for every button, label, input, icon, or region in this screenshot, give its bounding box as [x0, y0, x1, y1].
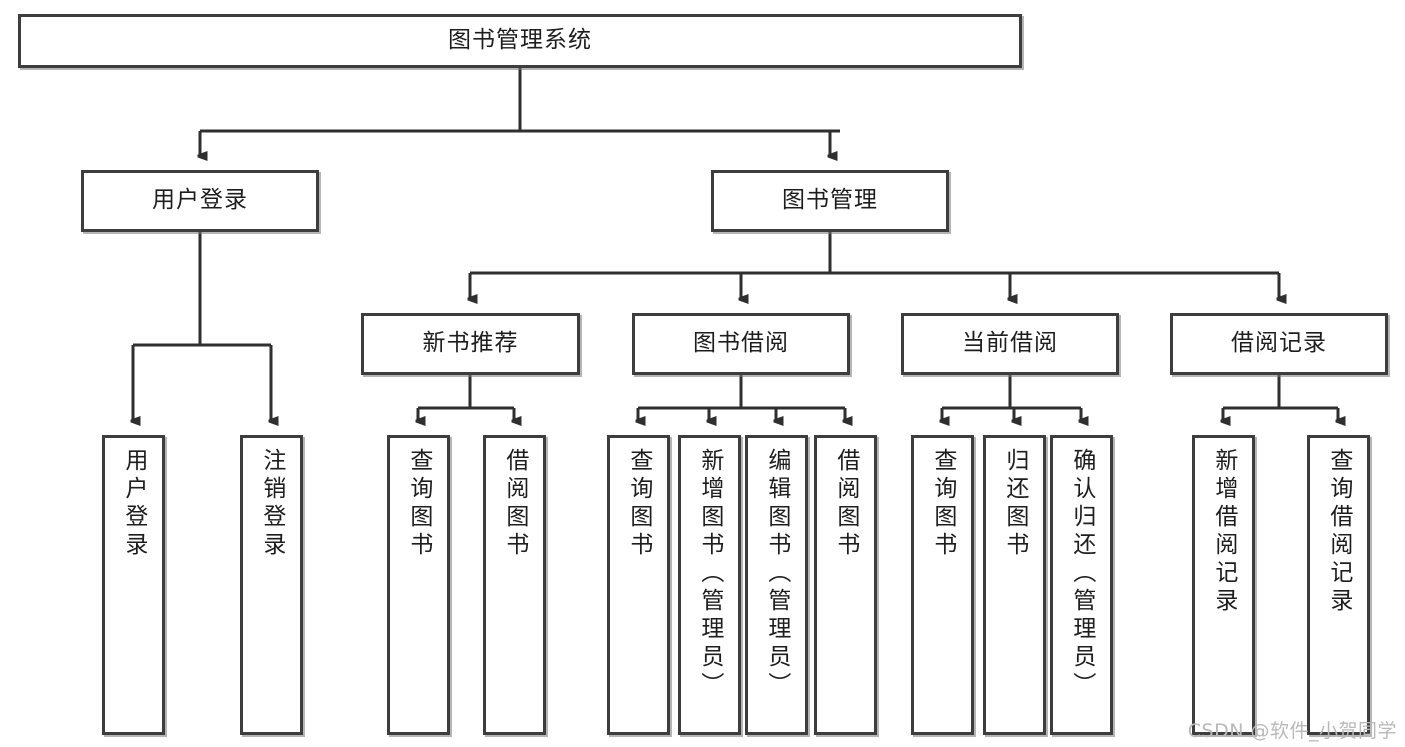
leaf-logout-label: 注销登录: [258, 448, 285, 560]
leaf-logout[interactable]: 注销登录: [240, 435, 303, 735]
node-book-management-label: 图书管理: [782, 187, 878, 214]
leaf-edit-book-admin-label: 编辑图书（管理员）: [763, 448, 790, 700]
leaf-query-book-borrow[interactable]: 查询图书: [607, 435, 670, 735]
node-book-borrow-label: 图书借阅: [693, 330, 789, 357]
leaf-query-book-current[interactable]: 查询图书: [911, 435, 974, 735]
node-new-book-recommend[interactable]: 新书推荐: [361, 313, 580, 375]
leaf-query-book-current-label: 查询图书: [929, 448, 956, 560]
leaf-return-book[interactable]: 归还图书: [983, 435, 1046, 735]
leaf-add-book-admin[interactable]: 新增图书（管理员）: [678, 435, 741, 735]
node-current-borrow-label: 当前借阅: [962, 330, 1058, 357]
node-user-login-label: 用户登录: [152, 187, 248, 214]
node-root[interactable]: 图书管理系统: [18, 14, 1022, 68]
leaf-confirm-return-admin[interactable]: 确认归还（管理员）: [1050, 435, 1113, 735]
node-book-borrow[interactable]: 图书借阅: [632, 313, 850, 375]
leaf-add-book-admin-label: 新增图书（管理员）: [696, 448, 723, 700]
leaf-borrow-book-recommend-label: 借阅图书: [501, 448, 528, 560]
leaf-add-borrow-record[interactable]: 新增借阅记录: [1192, 435, 1255, 735]
leaf-query-book-recommend-label: 查询图书: [405, 448, 432, 560]
leaf-borrow-book[interactable]: 借阅图书: [814, 435, 877, 735]
leaf-query-borrow-record[interactable]: 查询借阅记录: [1307, 435, 1370, 735]
leaf-borrow-book-label: 借阅图书: [832, 448, 859, 560]
node-book-management[interactable]: 图书管理: [711, 170, 949, 232]
leaf-edit-book-admin[interactable]: 编辑图书（管理员）: [745, 435, 808, 735]
leaf-query-book-borrow-label: 查询图书: [625, 448, 652, 560]
leaf-user-login[interactable]: 用户登录: [102, 435, 165, 735]
watermark: CSDN @软件_小贺同学: [1187, 720, 1397, 742]
leaf-return-book-label: 归还图书: [1001, 448, 1028, 560]
node-current-borrow[interactable]: 当前借阅: [901, 313, 1119, 375]
node-borrow-record-label: 借阅记录: [1231, 330, 1327, 357]
leaf-confirm-return-admin-label: 确认归还（管理员）: [1068, 448, 1095, 700]
leaf-query-book-recommend[interactable]: 查询图书: [387, 435, 450, 735]
node-new-book-recommend-label: 新书推荐: [422, 330, 519, 357]
leaf-user-login-label: 用户登录: [120, 448, 147, 560]
leaf-query-borrow-record-label: 查询借阅记录: [1325, 448, 1352, 616]
node-borrow-record[interactable]: 借阅记录: [1170, 313, 1388, 375]
leaf-borrow-book-recommend[interactable]: 借阅图书: [483, 435, 546, 735]
node-root-label: 图书管理系统: [448, 27, 592, 54]
leaf-add-borrow-record-label: 新增借阅记录: [1210, 448, 1237, 616]
node-user-login[interactable]: 用户登录: [81, 170, 319, 232]
